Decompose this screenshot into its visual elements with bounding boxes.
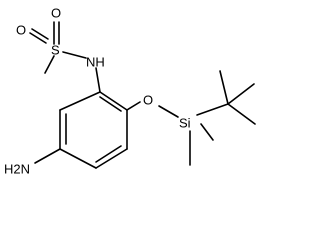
atom-label-s: S bbox=[51, 43, 60, 58]
bond-s-nh bbox=[62, 51, 87, 59]
bond-tbu-upright bbox=[227, 83, 255, 105]
atom-label-o-ether: O bbox=[143, 93, 153, 108]
bond-si-methyl-right bbox=[200, 123, 214, 141]
bond-ring-inner-1 bbox=[99, 96, 122, 112]
bond-s-o-left-a bbox=[31, 28, 49, 40]
atom-label-h2n: H2N bbox=[4, 162, 30, 177]
bond-nh-ring bbox=[95, 67, 101, 93]
bond-s-methyl bbox=[44, 55, 55, 74]
bond-ring-nh2 bbox=[34, 148, 61, 164]
atom-label-o-top: O bbox=[51, 6, 61, 21]
bond-ring-o bbox=[126, 101, 141, 111]
atom-labels: O S O NH O Si H2N bbox=[4, 6, 191, 177]
bond-tbu-up bbox=[219, 70, 229, 105]
bond-s-o-left-b bbox=[29, 32, 47, 44]
atom-label-si: Si bbox=[179, 116, 191, 131]
atom-label-o-left: O bbox=[16, 23, 26, 38]
bond-ring-6 bbox=[59, 91, 101, 111]
molecule-structure: O S O NH O Si H2N bbox=[4, 6, 256, 177]
bond-ring-inner-2 bbox=[95, 145, 122, 163]
atom-label-nh: NH bbox=[86, 55, 105, 70]
bond-ring-1 bbox=[99, 91, 128, 111]
bond-si-tbutyl bbox=[196, 103, 229, 116]
bond-ring-4 bbox=[59, 148, 97, 169]
bond-o-si bbox=[158, 105, 179, 118]
bonds bbox=[29, 21, 256, 169]
bond-ring-3 bbox=[95, 148, 128, 169]
bond-tbu-right bbox=[227, 103, 256, 125]
